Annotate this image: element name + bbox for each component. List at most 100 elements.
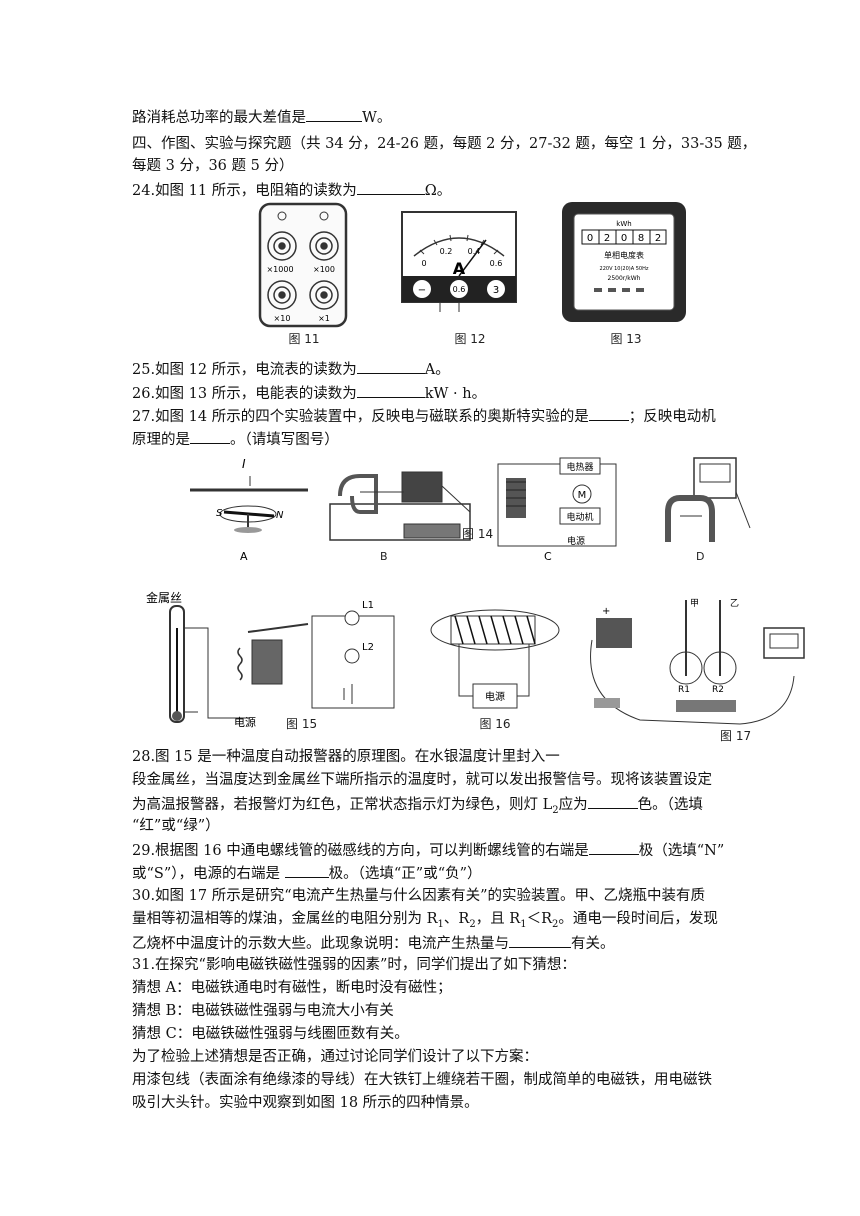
- question-30: 30.如图 17 所示是研究“电流产生热量与什么因素有关”的实验装置。甲、乙烧瓶…: [132, 888, 706, 904]
- lamp-l2: L2: [362, 642, 374, 653]
- answer-blank[interactable]: [356, 180, 425, 195]
- apparatus-letter: B: [380, 550, 388, 563]
- component-label: 电源: [567, 535, 585, 547]
- apparatus-a: I S N A: [190, 457, 308, 563]
- answer-blank[interactable]: [587, 794, 638, 809]
- figure-caption: 图 11: [288, 332, 319, 346]
- answer-blank[interactable]: [190, 429, 230, 444]
- apparatus-letter: C: [544, 550, 552, 563]
- meter-digit: 0: [587, 233, 593, 244]
- dial-label: ×1: [318, 314, 330, 323]
- text-fragment: 极。（选填“正”或“负”）: [328, 866, 482, 882]
- dial-label: ×10: [274, 314, 291, 323]
- text-fragment: 24.如图 11 所示，电阻箱的读数为: [132, 183, 357, 199]
- meter-unit: kWh: [616, 220, 631, 228]
- question-27-cont: 原理的是 。（请填写图号）: [132, 429, 339, 449]
- text-fragment: 应为: [558, 797, 588, 813]
- text-fragment: ，且 R: [475, 911, 521, 927]
- text-fragment: Ω。: [424, 183, 452, 199]
- question-27: 27.如图 14 所示的四个实验装置中，反映电与磁联系的奥斯特实验的是；反映电动…: [132, 406, 716, 426]
- text-fragment: 原理的是: [132, 432, 190, 448]
- subscript: 2: [552, 804, 559, 816]
- question-26: 26.如图 13 所示，电能表的读数为 kW · h。: [132, 383, 486, 403]
- question-30-cont: 量相等初温相等的煤油，金属丝的电阻分别为 R1、R2，且 R1＜R2。通电一段时…: [132, 910, 718, 934]
- text-fragment: 26.如图 13 所示，电能表的读数为: [132, 386, 357, 402]
- text-fragment: 乙烧杯中温度计的示数大些。此现象说明：电流产生热量与: [132, 936, 509, 952]
- pole-label: S: [216, 508, 223, 519]
- apparatus-c: 电热器 M 电动机 电源 C: [497, 457, 617, 563]
- hypothesis-c: 猜想 C：电磁铁磁性强弱与线圈匝数有关。: [132, 1026, 409, 1042]
- text-fragment: ＜R: [526, 911, 553, 927]
- answer-blank[interactable]: [588, 840, 639, 855]
- pole-label: N: [276, 510, 284, 521]
- figure-caption: 图 15: [286, 717, 317, 731]
- meter-digit: 2: [604, 233, 610, 244]
- section-heading-cont: 每题 3 分，36 题 5 分）: [132, 158, 294, 174]
- answer-blank[interactable]: [356, 383, 425, 398]
- question-29: 29.根据图 16 中通电螺线管的磁感线的方向，可以判断螺线管的右端是 极（选填“…: [132, 840, 724, 860]
- meter-digit: 8: [638, 233, 644, 244]
- resistor-label: R2: [712, 685, 724, 695]
- lamp-l1: L1: [362, 600, 374, 611]
- component-label: 电热器: [566, 461, 593, 473]
- text-fragment: 色。（选填: [637, 797, 703, 813]
- figure-14-four-apparatus: I S N A B 图 14 电热器 M 电动机 电源 C: [190, 457, 751, 563]
- needle: [458, 239, 487, 277]
- figure-caption: 图 12: [454, 332, 485, 346]
- question-28: 28.图 15 是一种温度自动报警器的原理图。在水银温度计里封入一: [132, 749, 560, 765]
- figure-15-alarm-circuit: 金属丝 L1 L2 电源 图 15: [146, 590, 395, 731]
- text-fragment: 路消耗总功率的最大差值是: [132, 110, 306, 126]
- answer-blank[interactable]: [284, 863, 329, 878]
- component-label: 电动机: [566, 511, 593, 523]
- scale-label: 0.6: [490, 259, 503, 268]
- figure-13-energy-meter: kWh 0 2 0 8 2 单相电度表 220V 10(20)A 50Hz 25…: [562, 202, 686, 346]
- apparatus-d: D: [665, 457, 751, 563]
- scale-label: 0: [421, 259, 426, 268]
- ammeter-letter: A: [453, 259, 466, 278]
- meter-spec: 220V 10(20)A 50Hz: [600, 266, 649, 272]
- question-29-cont: 或“S”），电源的右端是 极。（选填“正”或“负”）: [132, 863, 482, 883]
- subscript: 2: [469, 918, 476, 930]
- answer-blank[interactable]: [306, 107, 362, 122]
- question-28-cont: “红”或“绿”）: [132, 818, 220, 834]
- answer-blank[interactable]: [588, 406, 629, 421]
- question-31-cont: 用漆包线（表面涂有绝缘漆的导线）在大铁钉上缠绕若干圈，制成简单的电磁铁，用电磁铁: [132, 1072, 712, 1088]
- text-fragment: 、R: [443, 911, 470, 927]
- answer-blank[interactable]: [356, 359, 425, 374]
- flask-label: 甲: [690, 598, 699, 609]
- figure-11-resistance-box: ×1000 ×100 ×10 ×1 图 11: [258, 202, 348, 346]
- lamp-label: L1: [362, 600, 374, 611]
- dial-label: ×100: [313, 265, 335, 274]
- figure-caption: 图 16: [479, 717, 510, 731]
- hypothesis-b: 猜想 B：电磁铁磁性强弱与电流大小有关: [132, 1003, 394, 1019]
- subscript: 1: [437, 918, 444, 930]
- question-31: 31.在探究“影响电磁铁磁性强弱的因素”时，同学们提出了如下猜想：: [132, 957, 576, 973]
- figure-17-heat-experiment: + 甲 R1 乙 R2 图 17: [590, 598, 805, 743]
- dial-label: ×1000: [266, 265, 293, 274]
- text-fragment: 或“S”），电源的右端是: [132, 866, 281, 882]
- figure-caption: 图 17: [720, 729, 751, 743]
- figure-caption: 图 14: [462, 527, 493, 541]
- terminal-label: 3: [493, 285, 499, 296]
- text-fragment: 极（选填“N”: [638, 843, 725, 859]
- text-fragment: kW · h。: [424, 386, 487, 402]
- subscript: 1: [520, 918, 527, 930]
- text-fragment: 。（请填写图号）: [230, 432, 339, 448]
- text-fragment: 量相等初温相等的煤油，金属丝的电阻分别为 R: [132, 911, 438, 927]
- power-label: 电源: [234, 715, 256, 729]
- terminal-label: 0.6: [453, 285, 466, 294]
- answer-blank[interactable]: [509, 933, 571, 948]
- scale-label: 0.4: [468, 247, 481, 256]
- text-fragment: 为高温报警器，若报警灯为红色，正常状态指示灯为绿色，则灯 L: [132, 797, 553, 813]
- text-fragment: 27.如图 14 所示的四个实验装置中，反映电与磁联系的奥斯特实验的是: [132, 409, 589, 425]
- current-label: I: [242, 457, 246, 471]
- text-fragment: 29.根据图 16 中通电螺线管的磁感线的方向，可以判断螺线管的右端是: [132, 843, 589, 859]
- question-28-cont: 为高温报警器，若报警灯为红色，正常状态指示灯为绿色，则灯 L2应为 色。（选填: [132, 794, 703, 820]
- meter-digit: 0: [621, 233, 627, 244]
- battery-plus: +: [602, 606, 610, 617]
- resistor-label: R1: [678, 685, 690, 695]
- scale-label: 0.2: [440, 247, 453, 256]
- figure-12-ammeter: 0 0.2 0.4 0.6 A − 0.6 3 图 12: [401, 211, 517, 346]
